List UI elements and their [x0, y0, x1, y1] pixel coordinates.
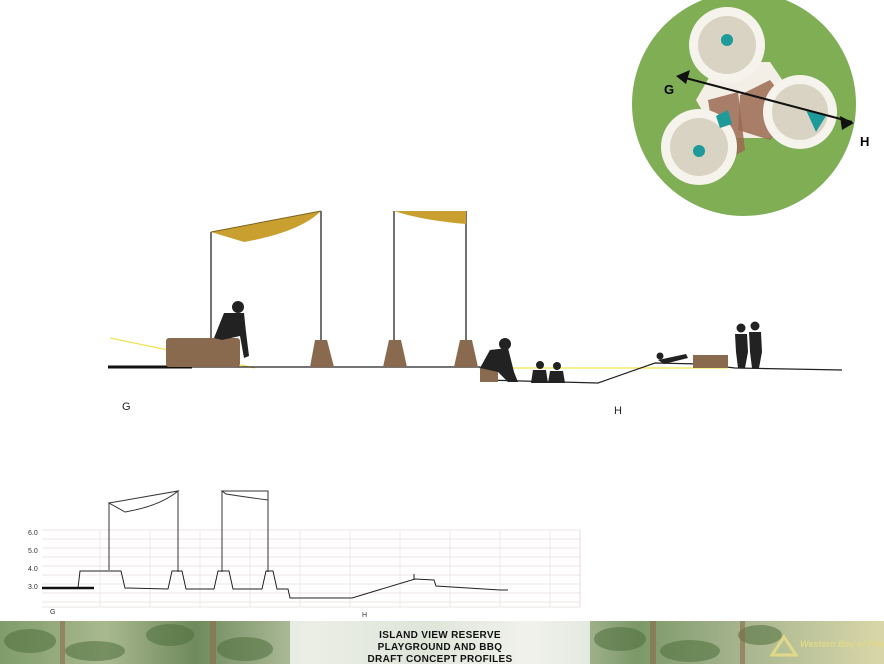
- profile-grid: [42, 490, 581, 608]
- plan-label-h: H: [860, 134, 870, 149]
- footer-title: ISLAND VIEW RESERVE PLAYGROUND AND BBQ D…: [290, 630, 590, 664]
- profile-y-tick: 5.0: [28, 548, 38, 555]
- plan-label-g: G: [664, 82, 675, 97]
- post-footing: [454, 340, 478, 367]
- footer-title-line: PLAYGROUND AND BBQ: [377, 642, 503, 653]
- profile-y-tick: 3.0: [28, 584, 38, 591]
- elevation-section: [108, 210, 843, 384]
- council-logo-mark: [770, 634, 798, 657]
- plan-pod-east: [763, 75, 837, 149]
- profile-y-tick: 6.0: [28, 530, 38, 537]
- footer-title-line: DRAFT CONCEPT PROFILES: [367, 654, 513, 664]
- profile-gridlines: [42, 529, 581, 608]
- shade-sail-2: [393, 211, 467, 340]
- plan-pod-north: [689, 7, 765, 83]
- profile-ground-line: [42, 570, 508, 599]
- footer-foliage: [4, 621, 782, 664]
- profile-shade-sail-2: [220, 490, 269, 572]
- council-logo-text: Western Bay of Plenty: [800, 639, 884, 649]
- elevation-label-h: H: [614, 405, 622, 417]
- post-footing: [383, 340, 407, 367]
- profile-label-h: H: [362, 612, 368, 619]
- child-silhouette: [548, 362, 565, 383]
- profile-shade-sail-1: [107, 490, 180, 572]
- plan-arrow-g: [676, 70, 690, 84]
- profile-y-tick: 4.0: [28, 566, 38, 573]
- child-silhouette: [531, 361, 548, 383]
- adult-standing-silhouette: [735, 323, 748, 368]
- site-plan: [632, 0, 856, 216]
- plan-teal-panel: [716, 110, 732, 128]
- footer-title-band: [290, 621, 590, 664]
- timber-deck-step: [693, 355, 728, 368]
- person-sitting-silhouette: [214, 301, 249, 358]
- elevation-label-g: G: [122, 401, 131, 413]
- profile-label-g: G: [50, 609, 56, 616]
- profile-vertical-ticks: [99, 530, 551, 607]
- plan-pod-southwest: [661, 109, 737, 185]
- adult-standing-silhouette: [749, 321, 762, 368]
- shade-sail-1: [210, 210, 322, 340]
- person-crouching-silhouette: [480, 338, 518, 382]
- person-lying-silhouette: [656, 352, 688, 364]
- plan-section-line: [677, 75, 853, 123]
- post-footing: [310, 340, 334, 367]
- plan-arrow-h: [840, 116, 854, 130]
- footer-title-line: ISLAND VIEW RESERVE: [379, 630, 501, 641]
- timber-seat-block: [166, 338, 240, 367]
- footer-banner: ISLAND VIEW RESERVE PLAYGROUND AND BBQ D…: [0, 621, 884, 664]
